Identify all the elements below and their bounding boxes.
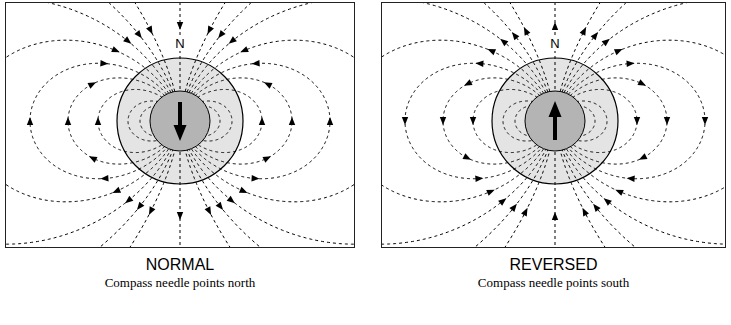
field-arrowhead	[487, 49, 496, 55]
field-arrowhead	[634, 117, 640, 125]
field-arrowhead	[552, 212, 558, 220]
field-arrowhead	[125, 196, 133, 204]
panel-caption-note: Compass needle points south	[382, 276, 725, 291]
pole-label: N	[172, 37, 187, 51]
field-arrowhead	[440, 117, 446, 125]
field-group	[382, 3, 725, 247]
globe-outline	[492, 58, 618, 184]
field-arrowhead	[524, 27, 531, 36]
field-arrowhead	[626, 61, 634, 67]
field-arrowhead	[552, 22, 558, 30]
field-arrowhead	[627, 176, 635, 182]
field-arrowhead	[65, 117, 71, 125]
field-arrowhead	[216, 202, 223, 210]
field-arrowhead	[402, 117, 408, 125]
field-arrowhead	[702, 117, 708, 125]
field-panel: REVERSEDCompass needle points southN	[381, 2, 726, 248]
field-arrowhead	[582, 208, 588, 217]
field-arrowhead	[637, 79, 646, 85]
field-arrowhead	[123, 36, 131, 44]
field-arrowhead	[259, 117, 265, 125]
field-arrowhead	[512, 32, 519, 40]
field-arrowhead	[289, 117, 295, 125]
field-arrowhead	[112, 187, 121, 193]
field-arrowhead	[521, 208, 527, 217]
field-arrowhead	[602, 39, 610, 47]
pole-label: N	[547, 37, 562, 51]
dipole-arrow-shaft	[553, 115, 557, 140]
field-arrowhead	[218, 30, 225, 38]
field-panel: NORMALCompass needle points northN	[5, 2, 355, 248]
field-arrowhead	[100, 60, 108, 66]
earth-globe: N	[492, 58, 618, 184]
globe-outline-circle	[117, 58, 243, 184]
field-arrowhead	[229, 36, 237, 44]
field-arrowhead	[464, 79, 473, 85]
panel-caption-title: REVERSED	[382, 256, 725, 274]
earth-globe: N	[117, 58, 243, 184]
field-arrowhead	[251, 175, 259, 181]
field-arrowhead	[580, 27, 587, 36]
field-arrowhead	[134, 30, 141, 38]
globe-outline-circle	[492, 58, 618, 184]
field-arrowhead	[664, 117, 670, 125]
field-arrowhead	[149, 206, 155, 215]
field-arrowhead	[262, 156, 271, 162]
field-arrowhead	[475, 176, 483, 182]
field-arrowhead	[593, 204, 600, 212]
field-arrowhead	[500, 39, 508, 47]
field-arrowhead	[89, 156, 98, 162]
panel-caption-note: Compass needle points north	[6, 276, 354, 291]
field-arrowhead	[227, 196, 235, 204]
dipole-arrow-shaft	[178, 102, 182, 127]
field-arrowhead	[239, 187, 248, 193]
field-arrowhead	[207, 26, 214, 35]
field-arrowhead	[486, 190, 495, 196]
field-arrowhead	[177, 212, 183, 220]
field-arrowhead	[146, 26, 153, 35]
field-group	[6, 3, 354, 247]
globe-outline	[117, 58, 243, 184]
field-arrowhead	[87, 82, 96, 88]
field-arrowhead	[327, 117, 333, 125]
earth-core	[525, 91, 585, 151]
field-arrowhead	[604, 198, 612, 206]
field-arrowhead	[111, 46, 120, 52]
dipole-arrow-head	[174, 125, 187, 141]
field-arrowhead	[100, 175, 108, 181]
field-arrowhead	[615, 190, 624, 196]
field-arrowhead	[470, 117, 476, 125]
field-arrowhead	[498, 198, 506, 206]
dipole-arrow-head	[549, 101, 562, 117]
panel-caption-title: NORMAL	[6, 256, 354, 274]
field-arrowhead	[137, 202, 144, 210]
field-arrowhead	[252, 60, 260, 66]
field-arrowhead	[639, 153, 648, 159]
field-arrowhead	[205, 206, 211, 215]
field-arrowhead	[240, 46, 249, 52]
field-arrowhead	[475, 61, 483, 67]
field-arrowhead	[509, 204, 516, 212]
field-arrowhead	[614, 49, 623, 55]
field-arrowhead	[462, 153, 471, 159]
field-arrowhead	[95, 117, 101, 125]
field-arrowhead	[264, 82, 273, 88]
field-arrowhead	[27, 117, 33, 125]
field-arrowhead	[591, 32, 598, 40]
earth-core	[150, 91, 210, 151]
field-arrowhead	[177, 22, 183, 30]
